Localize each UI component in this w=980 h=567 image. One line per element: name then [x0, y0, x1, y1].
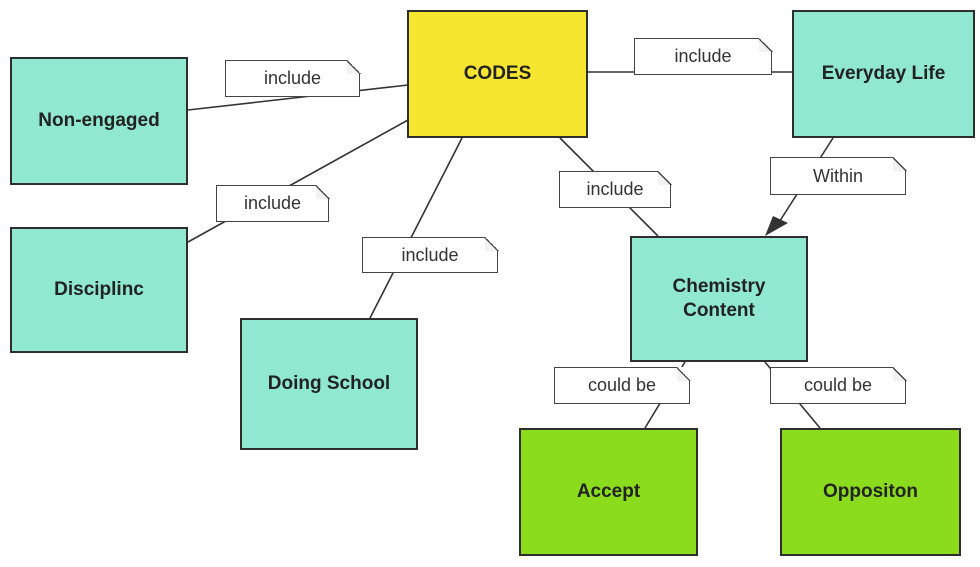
accept-node[interactable]: Accept: [519, 428, 698, 556]
chemistry-content-node[interactable]: Chemistry Content: [630, 236, 808, 362]
codes-node[interactable]: CODES: [407, 10, 588, 138]
arrowhead-within: [765, 216, 788, 236]
discipline-node[interactable]: Disciplinc: [10, 227, 188, 353]
edge-codes-discipline: [187, 119, 409, 243]
everyday-life-node[interactable]: Everyday Life: [792, 10, 975, 138]
could-be-label-accept: could be: [554, 366, 691, 404]
edge-codes-doing-school: [369, 137, 463, 319]
within-label: Within: [770, 156, 907, 195]
opposition-node[interactable]: Oppositon: [780, 428, 961, 556]
include-label-everyday-life: include: [634, 37, 773, 75]
include-label-doing-school: include: [362, 236, 499, 273]
include-label-discipline: include: [216, 184, 330, 222]
could-be-label-opposition: could be: [770, 366, 907, 404]
doing-school-node[interactable]: Doing School: [240, 318, 418, 450]
non-engaged-node[interactable]: Non-engaged: [10, 57, 188, 185]
include-label-non-engaged: include: [225, 59, 361, 97]
include-label-chemistry: include: [559, 170, 672, 208]
edge-codes-non-engaged: [187, 84, 409, 111]
